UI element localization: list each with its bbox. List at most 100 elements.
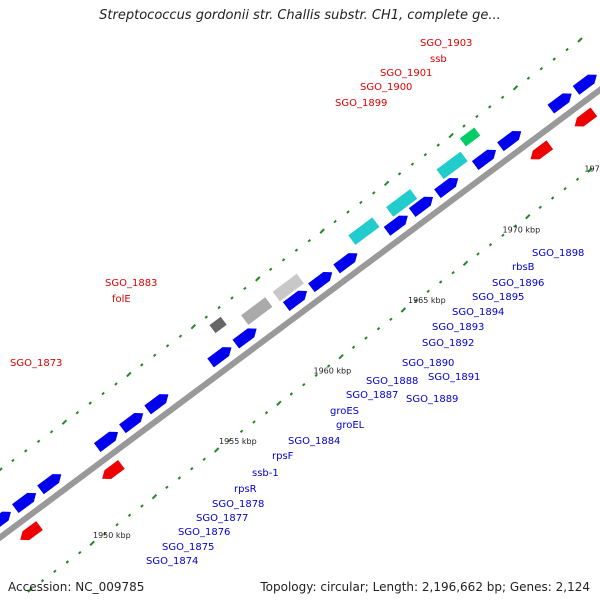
footer: Accession: NC_009785 Topology: circular;…: [0, 578, 600, 600]
gene-label-reverse[interactable]: SGO_1903: [420, 38, 472, 49]
gene-label-forward[interactable]: SGO_1876: [178, 527, 230, 538]
gene-label-forward[interactable]: SGO_1874: [146, 556, 198, 567]
track-tick: [475, 114, 479, 119]
cds-feature[interactable]: [207, 347, 232, 368]
cds-feature[interactable]: [282, 290, 308, 311]
track-tick: [126, 371, 132, 378]
gene-label-reverse[interactable]: ssb: [430, 54, 447, 65]
gene-label-forward[interactable]: SGO_1887: [346, 390, 398, 401]
track-tick: [302, 382, 306, 387]
gene-label-reverse[interactable]: SGO_1873: [10, 358, 62, 369]
track-tick: [538, 205, 542, 210]
gene-label-forward[interactable]: SGO_1875: [162, 542, 214, 553]
track-tick: [587, 167, 593, 173]
gene-labels[interactable]: SGO_1903ssbSGO_1901SGO_1900SGO_1899SGO_1…: [10, 38, 584, 567]
rna-feature[interactable]: [348, 217, 380, 245]
track-tick: [75, 410, 80, 415]
cds-feature[interactable]: [572, 74, 597, 95]
cds-feature[interactable]: [308, 271, 333, 293]
gene-label-forward[interactable]: SGO_1892: [422, 338, 474, 349]
gene-label-reverse[interactable]: SGO_1900: [360, 82, 412, 93]
gene-label-forward[interactable]: rpsR: [234, 484, 257, 495]
track-tick: [140, 504, 144, 508]
cds-feature[interactable]: [530, 140, 554, 160]
gene-label-forward[interactable]: ssb-1: [252, 468, 279, 479]
gene-label-reverse[interactable]: SGO_1899: [335, 98, 387, 109]
gene-label-forward[interactable]: SGO_1890: [402, 358, 454, 369]
track-tick: [513, 224, 518, 228]
track-tick: [359, 200, 363, 205]
gene-label-forward[interactable]: SGO_1889: [406, 394, 458, 405]
track-tick: [255, 276, 261, 282]
cds-feature[interactable]: [12, 492, 37, 514]
cds-feature[interactable]: [434, 177, 459, 199]
track-tick: [289, 392, 294, 396]
rna-feature[interactable]: [209, 316, 227, 334]
rna-feature[interactable]: [386, 189, 418, 217]
cds-feature[interactable]: [102, 460, 125, 480]
gene-label-forward[interactable]: SGO_1884: [288, 436, 340, 447]
track-tick: [61, 419, 68, 425]
cds-feature[interactable]: [471, 149, 497, 170]
track-tick: [451, 270, 455, 275]
track-tick: [190, 323, 197, 330]
rna-feature[interactable]: [241, 297, 273, 325]
cds-feature[interactable]: [574, 107, 598, 127]
gene-label-forward[interactable]: SGO_1894: [452, 307, 504, 318]
cds-feature[interactable]: [408, 196, 434, 217]
kbp-label: 1955 kbp: [219, 437, 257, 446]
rna-feature[interactable]: [272, 273, 304, 302]
gene-label-forward[interactable]: SGO_1891: [428, 372, 480, 383]
rna-feature[interactable]: [436, 151, 468, 180]
track-tick: [436, 143, 440, 147]
gene-label-reverse[interactable]: SGO_1901: [380, 68, 432, 79]
track-tick: [410, 162, 415, 166]
gene-label-forward[interactable]: groEL: [336, 420, 365, 431]
gene-label-forward[interactable]: SGO_1898: [532, 248, 584, 259]
gene-label-forward[interactable]: rbsB: [512, 262, 535, 273]
gene-label-reverse[interactable]: SGO_1883: [105, 278, 157, 289]
track-tick: [512, 85, 519, 91]
gene-label-forward[interactable]: SGO_1893: [432, 322, 484, 333]
track-tick: [276, 400, 282, 407]
track-tick: [65, 560, 70, 564]
gene-label-forward[interactable]: SGO_1877: [196, 513, 248, 524]
track-tick: [364, 336, 368, 340]
cds-feature[interactable]: [333, 253, 358, 274]
gene-label-forward[interactable]: rpsF: [272, 451, 294, 462]
track-tick: [500, 95, 505, 100]
track-tick: [575, 177, 580, 182]
rna-feature[interactable]: [459, 127, 481, 147]
cds-feature[interactable]: [547, 93, 572, 114]
track-tick: [333, 219, 337, 224]
cds-feature[interactable]: [497, 130, 522, 152]
track-tick: [372, 191, 376, 195]
genome-summary: Topology: circular; Length: 2,196,662 bp…: [260, 580, 590, 594]
cds-feature[interactable]: [119, 412, 144, 434]
track-tick: [389, 317, 393, 322]
track-tick: [177, 476, 182, 480]
track-tick: [376, 326, 381, 331]
cds-feature[interactable]: [93, 431, 119, 452]
gene-label-forward[interactable]: SGO_1895: [472, 292, 524, 303]
track-tick: [252, 420, 256, 424]
track-tick: [213, 447, 220, 453]
gene-label-forward[interactable]: groES: [330, 406, 359, 417]
cds-feature[interactable]: [144, 394, 169, 415]
feature-track[interactable]: [0, 74, 598, 541]
gene-label-forward[interactable]: SGO_1896: [492, 278, 544, 289]
cds-feature[interactable]: [37, 474, 62, 495]
kbp-label: 1975 kbp: [584, 164, 600, 173]
accession-text: Accession: NC_009785: [8, 580, 145, 594]
track-tick: [426, 289, 430, 294]
kbp-label: 1950 kbp: [93, 531, 131, 540]
track-tick: [448, 132, 454, 139]
gene-label-forward[interactable]: SGO_1888: [366, 376, 418, 387]
gene-label-reverse[interactable]: folE: [112, 294, 131, 305]
cds-feature[interactable]: [0, 511, 11, 532]
cds-feature[interactable]: [383, 215, 408, 236]
gene-label-forward[interactable]: SGO_1878: [212, 499, 264, 510]
cds-feature[interactable]: [232, 328, 257, 349]
cds-feature[interactable]: [20, 521, 43, 541]
